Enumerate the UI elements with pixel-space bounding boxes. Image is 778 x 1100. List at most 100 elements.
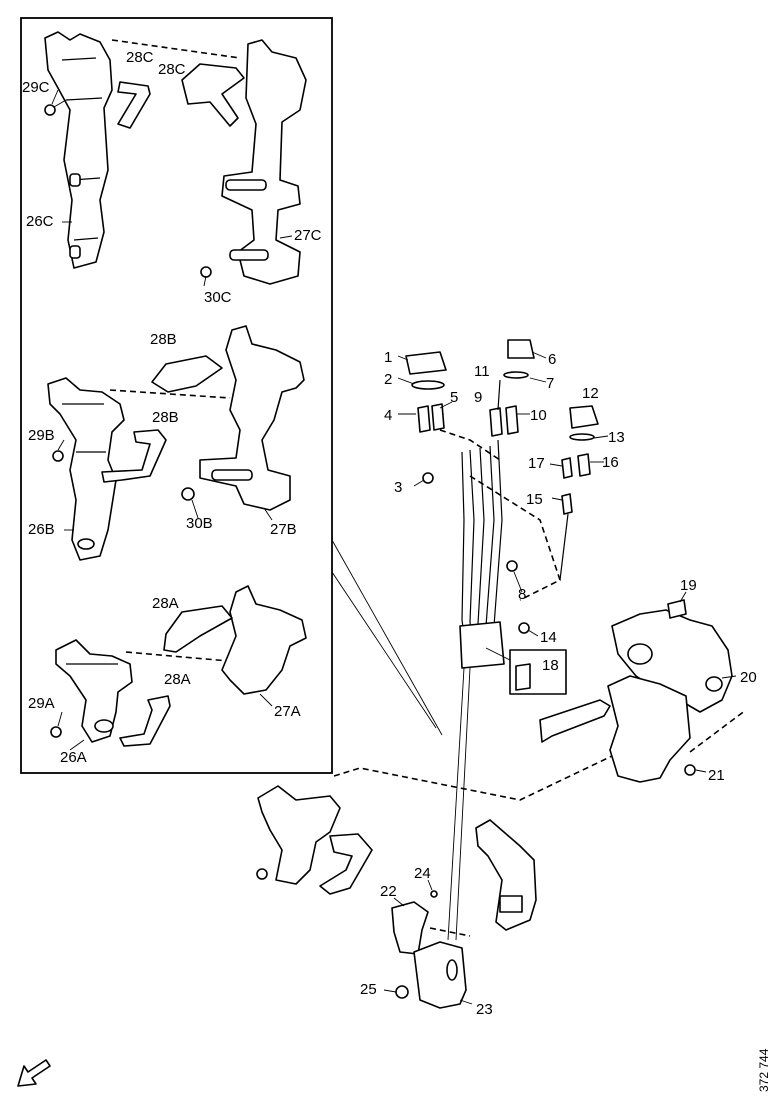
support-27c <box>221 39 307 285</box>
label-4: 4 <box>384 407 392 424</box>
clip-28a-upper <box>163 605 233 653</box>
nut-30c <box>200 266 212 278</box>
seal-7 <box>503 371 529 379</box>
support-26a <box>55 639 133 743</box>
screw-24 <box>430 890 438 898</box>
label-30b: 30B <box>186 515 213 532</box>
label-29a: 29A <box>28 695 55 712</box>
wiring-harness <box>439 429 561 669</box>
nut-30b <box>181 487 195 501</box>
terminal-5 <box>431 403 445 431</box>
label-10: 10 <box>530 407 547 424</box>
connector-group-left <box>405 351 447 484</box>
label-15: 15 <box>526 491 543 508</box>
terminal-9 <box>489 407 503 437</box>
leader-lines <box>51 89 737 1005</box>
screw-29b <box>52 450 64 462</box>
label-8: 8 <box>518 586 526 603</box>
reference-number: 372 744 <box>757 1048 771 1092</box>
zoom-line <box>331 571 437 729</box>
label-27c: 27C <box>294 227 322 244</box>
bracket-assembly-b <box>47 325 305 561</box>
screw-29a <box>50 726 62 738</box>
label-12: 12 <box>582 385 599 402</box>
screw-21 <box>684 764 696 776</box>
support-27b <box>199 325 305 511</box>
label-28c-left: 28C <box>126 49 154 66</box>
label-3: 3 <box>394 479 402 496</box>
label-26c: 26C <box>26 213 54 230</box>
label-9: 9 <box>474 389 482 406</box>
mounting-bracket-20 <box>611 599 733 713</box>
label-23: 23 <box>476 1001 493 1018</box>
bracket-right-lower <box>475 819 537 931</box>
support-26c <box>44 31 113 269</box>
bracket-assembly-c <box>44 31 307 285</box>
bracket-23 <box>413 941 467 1009</box>
label-11: 11 <box>474 363 490 380</box>
clip-28a-lower <box>119 695 171 747</box>
terminal-15 <box>561 493 573 515</box>
inset-frame <box>20 17 333 774</box>
clip-28b-upper <box>151 355 223 393</box>
zoom-line <box>331 539 443 736</box>
clip-28b-lower <box>101 429 167 483</box>
bracket-assembly-a <box>50 585 307 747</box>
label-13: 13 <box>608 429 625 446</box>
label-20: 20 <box>740 669 757 686</box>
label-28b-upper: 28B <box>150 331 177 348</box>
label-5: 5 <box>450 389 458 406</box>
terminal-17 <box>561 457 573 479</box>
bracket-22 <box>391 901 429 955</box>
label-21: 21 <box>708 767 725 784</box>
nut-3 <box>422 472 434 484</box>
harness-connector <box>459 621 505 669</box>
label-28a-upper: 28A <box>152 595 179 612</box>
support-lower-left <box>256 785 373 895</box>
screw-29c <box>44 104 56 116</box>
support-26b <box>47 377 125 561</box>
label-27a: 27A <box>274 703 301 720</box>
seal-13 <box>569 433 595 441</box>
label-28c-right: 28C <box>158 61 186 78</box>
label-27b: 27B <box>270 521 297 538</box>
label-29b: 29B <box>28 427 55 444</box>
pin-11 <box>497 379 501 411</box>
connector-group-middle <box>489 339 535 572</box>
part-labels: 1 2 3 4 5 6 7 8 9 10 11 12 13 14 15 16 1… <box>22 49 757 1018</box>
label-24: 24 <box>414 865 431 882</box>
label-16: 16 <box>602 454 619 471</box>
nut-25 <box>395 985 409 999</box>
strap-clip <box>539 699 611 743</box>
seal-2 <box>411 380 445 390</box>
arrow-down-left-icon <box>17 1059 51 1087</box>
terminal-10 <box>505 405 519 435</box>
connector-1 <box>405 351 447 375</box>
label-6: 6 <box>548 351 556 368</box>
label-25: 25 <box>360 981 377 998</box>
clip-28c-left <box>117 81 151 129</box>
label-18: 18 <box>542 657 559 674</box>
label-1: 1 <box>384 349 392 366</box>
label-7: 7 <box>546 375 554 392</box>
label-19: 19 <box>680 577 697 594</box>
support-27a <box>221 585 307 695</box>
connector-12 <box>569 405 599 429</box>
label-14: 14 <box>540 629 557 646</box>
terminal-4 <box>417 405 431 433</box>
label-28a-lower: 28A <box>164 671 191 688</box>
label-28b-lower: 28B <box>152 409 179 426</box>
label-29c: 29C <box>22 79 50 96</box>
support-frame <box>539 675 747 783</box>
label-26b: 26B <box>28 521 55 538</box>
screw-left-lower <box>256 868 268 880</box>
terminal-16 <box>577 453 591 477</box>
connector-6 <box>507 339 535 359</box>
label-30c: 30C <box>204 289 232 306</box>
connector-group-right <box>518 405 599 634</box>
bolt-19 <box>667 599 687 619</box>
label-22: 22 <box>380 883 397 900</box>
nut-8 <box>506 560 518 572</box>
clip-28c-right <box>181 63 245 127</box>
